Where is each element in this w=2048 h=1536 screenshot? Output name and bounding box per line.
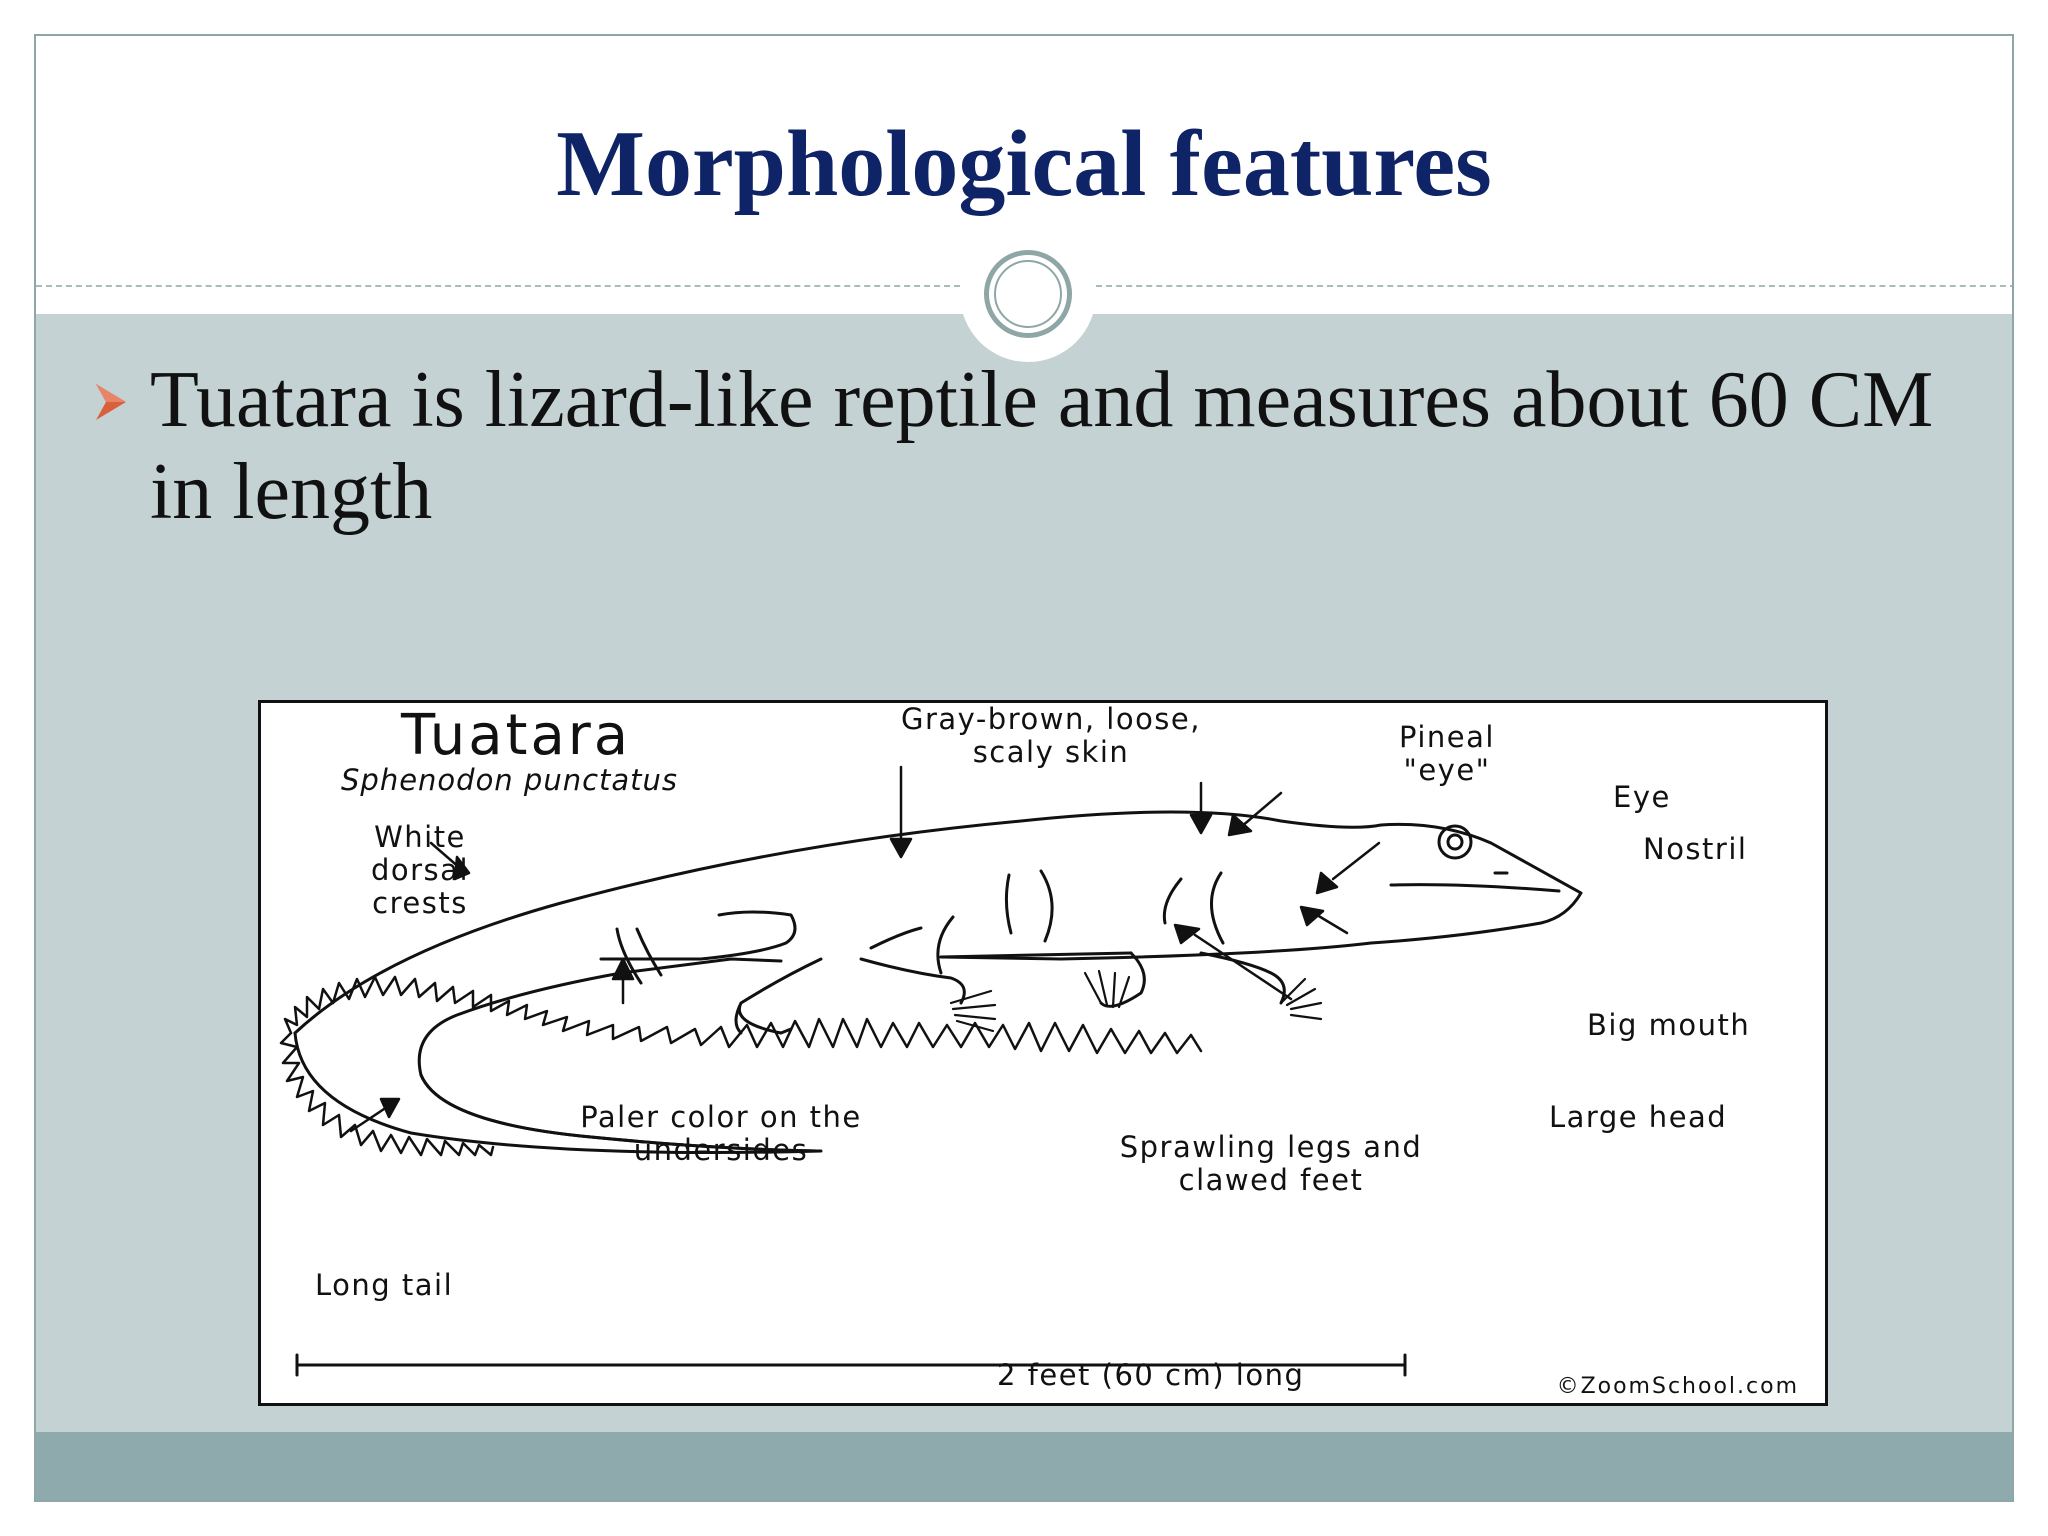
header-divider-left (36, 285, 960, 287)
scale-bar (295, 1353, 1407, 1377)
bullet-text: Tuatara is lizard-like reptile and measu… (150, 356, 1934, 536)
tuatara-body-outline (293, 810, 1583, 1035)
header-divider-right (1096, 285, 2012, 287)
circle-ornament-icon (984, 250, 1072, 338)
label-big-mouth: Big mouth (1587, 1008, 1751, 1042)
mouth-line (1389, 883, 1561, 893)
footer-band (36, 1432, 2012, 1500)
figure-scientific-name: Sphenodon punctatus (341, 763, 679, 797)
slide: Morphological features Tuatara is lizard… (34, 34, 2014, 1502)
slide-title: Morphological features (556, 112, 1492, 216)
rear-leg (1099, 951, 1286, 1008)
tuatara-drawing (279, 765, 1583, 1377)
figure-title: Tuatara (401, 703, 632, 768)
label-long-tail: Long tail (315, 1268, 454, 1302)
front-leg (734, 957, 823, 1035)
label-large-head: Large head (1549, 1100, 1728, 1134)
dorsal-crests (279, 975, 1203, 1157)
arrow-bullet-icon (96, 384, 126, 420)
label-nostril: Nostril (1643, 832, 1748, 866)
eye-circle (1437, 824, 1473, 860)
label-scale: 2 feet (60 cm) long (997, 1358, 1305, 1392)
label-skin: Gray-brown, loose,scaly skin (901, 702, 1201, 769)
tuatara-diagram: Tuatara Sphenodon punctatus Gray-brown, … (258, 700, 1828, 1406)
label-eye: Eye (1613, 780, 1671, 814)
label-pineal-eye: Pineal"eye" (1399, 720, 1495, 787)
annotation-arrows (349, 765, 1381, 1133)
figure-credit: ©ZoomSchool.com (1556, 1374, 1799, 1399)
